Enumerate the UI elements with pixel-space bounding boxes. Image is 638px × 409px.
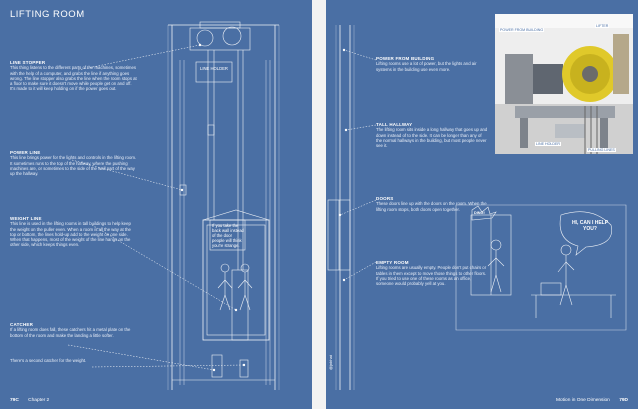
machine-photo-svg xyxy=(495,14,633,154)
note-header: POWER LINE xyxy=(10,150,41,155)
page-title: LIFTING ROOM xyxy=(10,9,85,20)
right-shaft-drawing xyxy=(326,0,638,409)
note-header: WEIGHT LINE xyxy=(10,216,42,221)
left-footer: 79C Chapter 2 xyxy=(10,398,49,403)
note-doors: DOORS These doors line up with the doors… xyxy=(376,196,488,212)
left-page: LIFTING ROOM LINE STOPPER This thing lis… xyxy=(0,0,312,409)
chapter-label: Motion in One Dimension xyxy=(555,398,610,403)
right-footer: Motion in One Dimension 79D xyxy=(556,398,628,403)
note-text: This line is used in the lifting rooms i… xyxy=(10,221,131,248)
right-blueprint-svg xyxy=(327,25,627,390)
right-page: POWER FROM BUILDING Lifting rooms use a … xyxy=(326,0,638,409)
note-header: EMPTY ROOM xyxy=(376,260,409,265)
machine-photo: POWER FROM BUILDING LIFTER LINE HOLDER P… xyxy=(495,14,633,154)
note-header: DOORS xyxy=(376,196,394,201)
page-number: 79D xyxy=(619,398,628,403)
note-power-line: POWER LINE This line brings power for th… xyxy=(10,150,138,176)
note-line-stopper: LINE STOPPER This thing listens to the d… xyxy=(10,60,138,92)
note-text: This thing listens to the different part… xyxy=(10,65,137,92)
comic-speech-text: HI, CAN I HELP YOU? xyxy=(571,220,609,232)
note-header: TALL HALLWAY xyxy=(376,122,413,127)
note-catcher: CATCHER If a lifting room does fall, the… xyxy=(10,322,138,338)
note-text: The lifting room sits inside a long hall… xyxy=(376,127,488,149)
note-text: There's a second catcher for the weight. xyxy=(10,358,87,363)
note-header: LINE STOPPER xyxy=(10,60,46,65)
note-weight-line: WEIGHT LINE This line is used in the lif… xyxy=(10,216,138,248)
note-text: If a lifting room does fall, these catch… xyxy=(10,327,131,338)
chapter-label: Chapter 2 xyxy=(28,398,50,403)
line-holder-label: LINE HOLDER xyxy=(200,66,228,71)
note-text: This line brings power for the lights an… xyxy=(10,155,137,177)
note-header: CATCHER xyxy=(10,322,34,327)
book-gutter xyxy=(312,0,326,409)
elevator-shaft-drawing xyxy=(0,0,312,409)
photo-label-power: POWER FROM BUILDING xyxy=(499,28,545,32)
note-text: These doors line up with the doors on th… xyxy=(376,201,487,212)
note-text: Lifting rooms are usually empty. People … xyxy=(376,265,487,287)
photo-label-lifter: LIFTER xyxy=(595,24,610,28)
note-header: POWER FROM BUILDING xyxy=(376,56,435,61)
note-second-catcher: There's a second catcher for the weight. xyxy=(10,358,138,363)
side-tag: @jnbhat xyxy=(328,355,333,370)
note-text: Lifting rooms use a lot of power, but th… xyxy=(376,61,477,72)
cab-speech-text: If you take the back wall instead of the… xyxy=(212,223,244,248)
photo-label-pulling-lines: PULLING LINES xyxy=(587,148,616,152)
note-power-from-building: POWER FROM BUILDING Lifting rooms use a … xyxy=(376,56,488,72)
note-empty-room: EMPTY ROOM Lifting rooms are usually emp… xyxy=(376,260,488,286)
photo-label-line-holder: LINE HOLDER xyxy=(535,142,561,146)
note-tall-hallway: TALL HALLWAY The lifting room sits insid… xyxy=(376,122,488,148)
page-number: 79C xyxy=(10,398,19,403)
comic-ding-text: DING! xyxy=(474,211,485,215)
shaft-blueprint-svg xyxy=(67,21,280,390)
